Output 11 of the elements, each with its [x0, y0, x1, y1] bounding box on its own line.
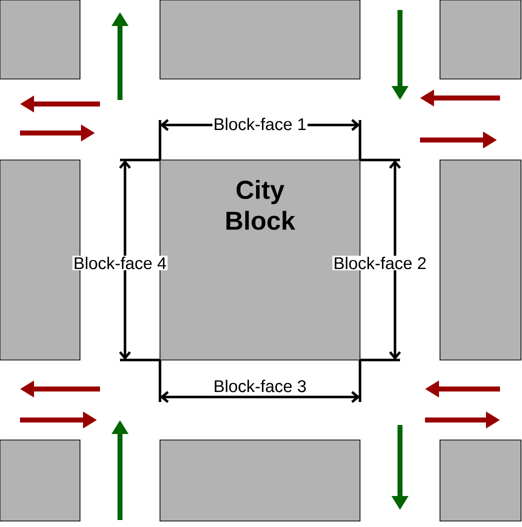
- block: [160, 440, 360, 522]
- dimension-label: Block-face 3: [212, 378, 308, 394]
- block: [0, 440, 80, 522]
- block: [0, 0, 80, 80]
- block: [440, 160, 522, 360]
- dimension-label: Block-face 4: [72, 256, 168, 270]
- block: [160, 0, 360, 80]
- block: [440, 0, 522, 80]
- dimension-label: Block-face 1: [212, 116, 308, 132]
- dimension-label: Block-face 2: [332, 256, 428, 270]
- block: [440, 440, 522, 522]
